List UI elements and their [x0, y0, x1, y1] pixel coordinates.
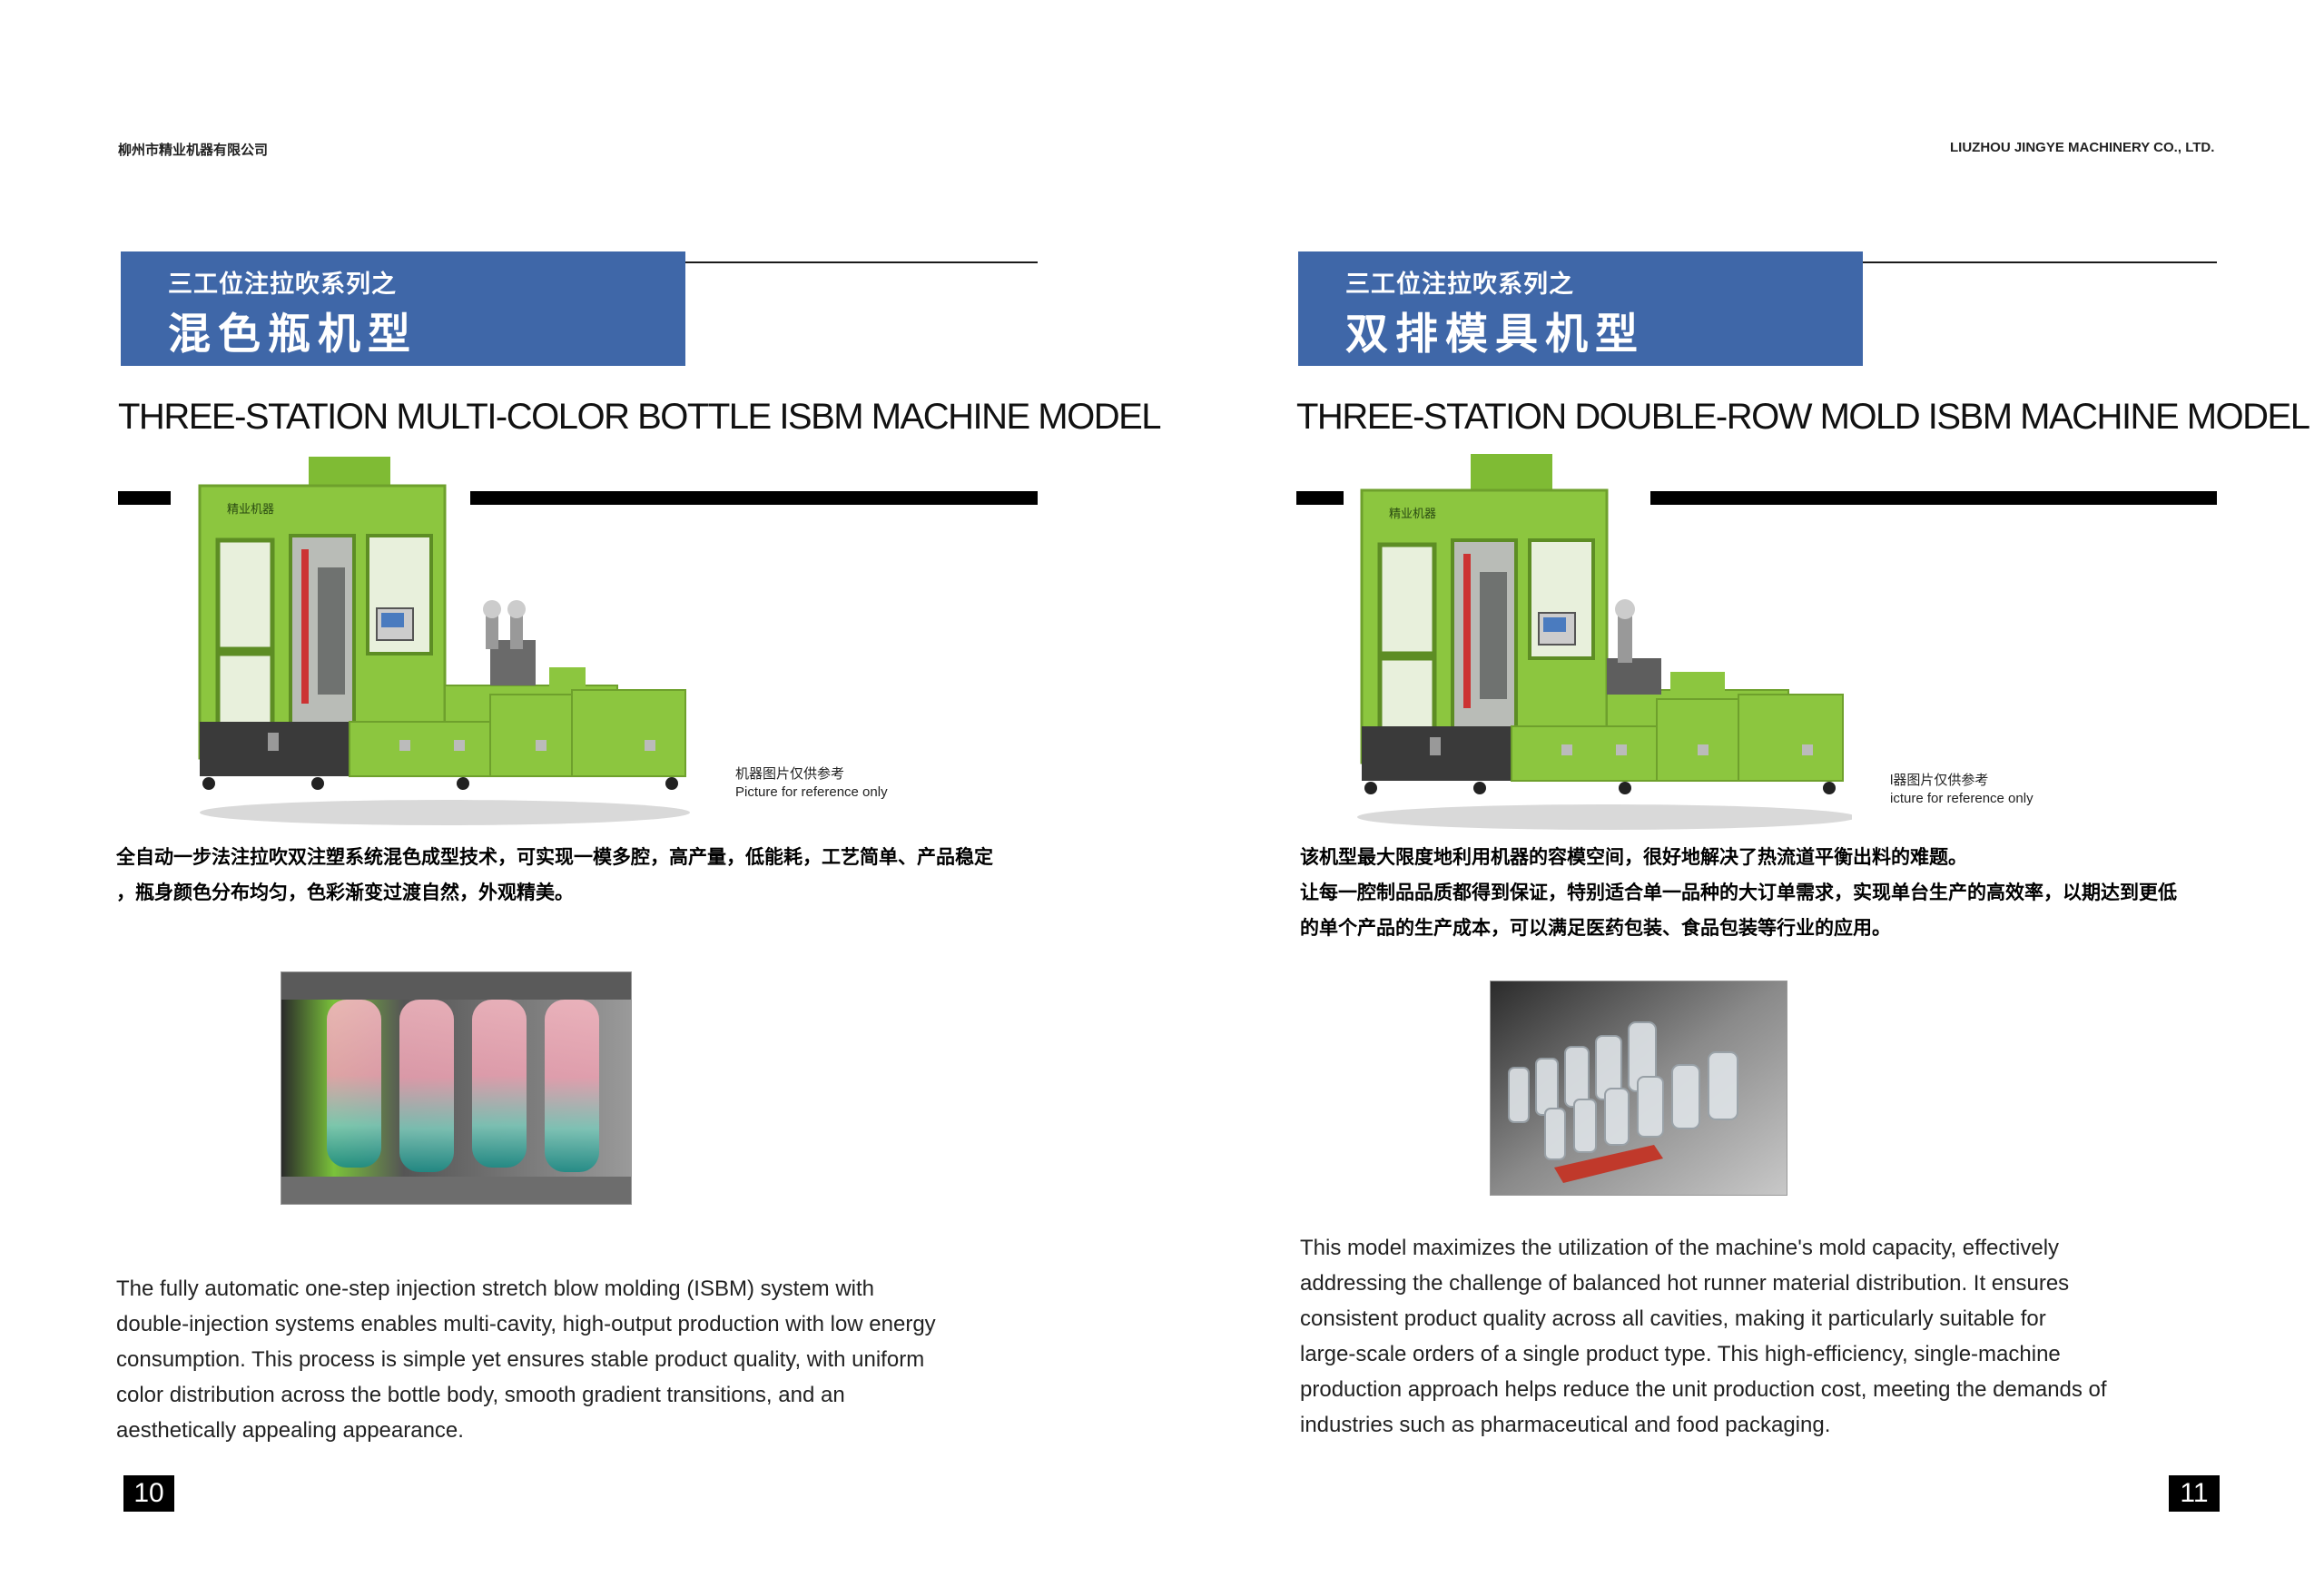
description-en-line: color distribution across the bottle bod…	[116, 1383, 845, 1407]
divider-short	[118, 491, 171, 505]
title-box: 三工位注拉吹系列之 双排模具机型	[1298, 251, 1863, 366]
description-en: This model maximizes the utilization of …	[1300, 1230, 2107, 1443]
reference-caption: l器图片仅供参考 icture for reference only	[1890, 772, 2034, 808]
description-cn: 该机型最大限度地利用机器的容模空间，很好地解决了热流道平衡出料的难题。 让每一腔…	[1300, 840, 2177, 946]
title-cn: 混色瓶机型	[168, 310, 418, 358]
title-rule	[685, 261, 1038, 263]
description-en-line: consumption. This process is simple yet …	[116, 1347, 925, 1372]
caption-en: icture for reference only	[1890, 791, 2034, 806]
description-cn-line: 该机型最大限度地利用机器的容模空间，很好地解决了热流道平衡出料的难题。	[1300, 847, 1967, 868]
description-en-line: addressing the challenge of balanced hot…	[1300, 1271, 2070, 1296]
description-en-line: industries such as pharmaceutical and fo…	[1300, 1413, 1831, 1437]
description-en: The fully automatic one-step injection s…	[116, 1271, 936, 1448]
description-cn-line: 全自动一步法注拉吹双注塑系统混色成型技术，可实现一模多腔，高产量，低能耗，工艺简…	[116, 847, 993, 868]
divider-short	[1296, 491, 1344, 505]
title-en: THREE-STATION MULTI-COLOR BOTTLE ISBM MA…	[118, 397, 1162, 437]
page-number: 11	[2169, 1475, 2220, 1512]
description-en-line: large-scale orders of a single product t…	[1300, 1342, 2061, 1366]
description-en-line: aesthetically appealing appearance.	[116, 1418, 464, 1443]
machine-logo: 精业机器	[227, 503, 274, 517]
divider-long	[470, 491, 1038, 505]
description-cn-line: 让每一腔制品品质都得到保证，特别适合单一品种的大订单需求，实现单台生产的高效率，…	[1300, 882, 2177, 903]
company-name-en: LIUZHOU JINGYE MACHINERY CO., LTD.	[1950, 140, 2215, 155]
title-box: 三工位注拉吹系列之 混色瓶机型	[121, 251, 685, 366]
title-en: THREE-STATION DOUBLE-ROW MOLD ISBM MACHI…	[1296, 397, 2310, 437]
divider-long	[1650, 491, 2217, 505]
description-en-line: double-injection systems enables multi-c…	[116, 1312, 936, 1336]
machine-image: 精业机器	[1357, 454, 1852, 830]
title-cn: 双排模具机型	[1345, 310, 1645, 358]
description-en-line: The fully automatic one-step injection s…	[116, 1276, 874, 1301]
product-photo-vials	[1490, 981, 1787, 1196]
series-label: 三工位注拉吹系列之	[1345, 271, 1574, 298]
description-en-line: production approach helps reduce the uni…	[1300, 1377, 2107, 1402]
machine-image: 精业机器	[198, 457, 690, 825]
description-cn: 全自动一步法注拉吹双注塑系统混色成型技术，可实现一模多腔，高产量，低能耗，工艺简…	[116, 840, 993, 911]
caption-cn: 机器图片仅供参考	[735, 766, 845, 782]
description-en-line: This model maximizes the utilization of …	[1300, 1236, 2060, 1260]
reference-caption: 机器图片仅供参考 Picture for reference only	[735, 765, 888, 802]
page-number: 10	[123, 1475, 174, 1512]
title-rule	[1863, 261, 2217, 263]
caption-en: Picture for reference only	[735, 784, 888, 800]
product-photo-bottles	[281, 971, 632, 1205]
description-cn-line: 的单个产品的生产成本，可以满足医药包装、食品包装等行业的应用。	[1300, 918, 1891, 939]
machine-logo: 精业机器	[1389, 508, 1436, 521]
series-label: 三工位注拉吹系列之	[168, 271, 397, 298]
company-name-cn: 柳州市精业机器有限公司	[118, 143, 269, 158]
description-en-line: consistent product quality across all ca…	[1300, 1306, 2046, 1331]
description-cn-line: ，瓶身颜色分布均匀，色彩渐变过渡自然，外观精美。	[116, 882, 574, 903]
caption-cn: l器图片仅供参考	[1890, 773, 1989, 788]
